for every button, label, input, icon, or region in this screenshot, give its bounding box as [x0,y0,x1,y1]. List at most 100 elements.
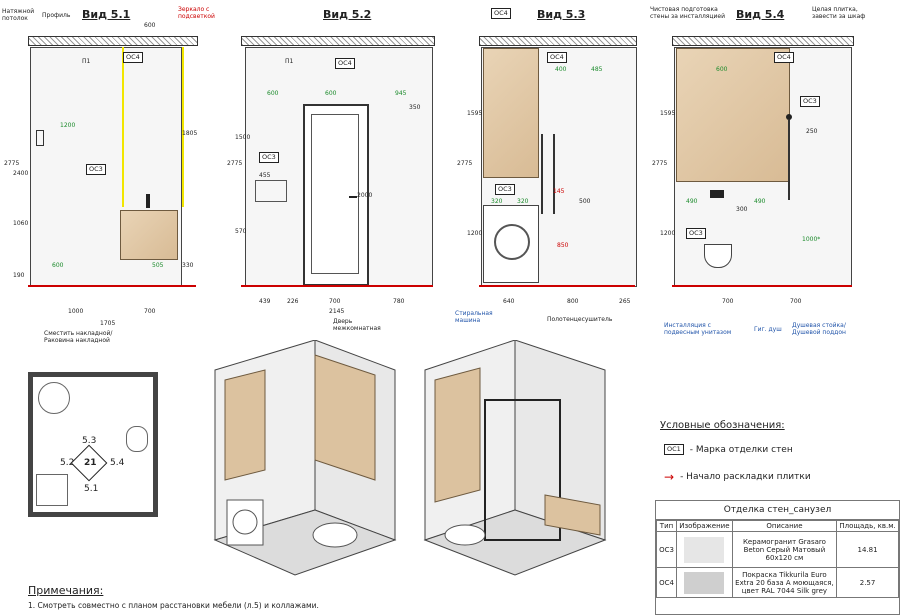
wall-tag: ОС4 [335,58,355,69]
iso-toilet [312,522,358,548]
view-title: Вид 5.3 [537,8,586,21]
shower-head-icon [786,114,792,120]
dim-inner: 1200 [60,122,76,129]
floor-line [28,285,196,287]
door-handle-icon [349,196,357,198]
faucet-icon [146,194,150,208]
dim-inner: 330 [182,262,194,269]
prep-note-line: стены за инсталляцией [650,13,725,20]
whole-tile-note-line: Целая плитка, [812,6,858,13]
legend-text: - Начало раскладки плитки [680,472,811,482]
table-header: Описание [731,520,838,532]
dim-left: 1500 [235,134,251,141]
table-cell-image [676,567,733,598]
ceiling-slab [672,36,854,46]
hyg-note: Гиг. душ [754,326,782,333]
install-note: Инсталляция с подвесным унитазом [664,322,731,336]
wall-tag: ОС4 [547,52,567,63]
dim-bottom: 640 [503,298,515,305]
plan-label: 5.1 [84,484,99,494]
dim-total: 2145 [329,308,345,315]
table-cell-desc: Керамогранит Grasaro Beton Серый Матовый… [731,531,838,568]
profile-note: Профиль [42,12,71,19]
plan-sink [36,474,68,506]
dim-bottom: 780 [393,298,405,305]
dim-top: 300 [736,206,748,213]
shower-rail-icon [788,120,790,200]
paint-tag: П1 [285,58,294,65]
view-5-1: Вид 5.1 Натяжной потолок Профиль Зеркало… [0,0,215,345]
wall-tag: ОС3 [686,228,706,239]
plan-washer [38,382,70,414]
door-panel [311,114,359,274]
towel-note: Полотенцесушитель [547,316,613,323]
view-title: Вид 5.4 [736,8,785,21]
dim-top: 320 [491,198,503,205]
ceiling-note: Натяжной потолок [2,8,35,22]
dim-left: 2775 [652,160,668,167]
dim-inner: 145 [553,188,565,195]
washer-note-line: машина [455,317,481,324]
toilet-icon [704,244,732,268]
legend-text: - Марка отделки стен [689,444,793,455]
dim-left: 2775 [457,160,473,167]
floor-line [672,285,852,287]
wall-tag: ОС3 [259,152,279,163]
flush-button-icon [710,190,724,198]
wall-tag: ОС3 [800,96,820,107]
table-cell-area: 2.57 [836,567,899,598]
towel-holder [255,180,287,202]
dim-left: 2775 [4,160,20,167]
view-5-4: Чистовая подготовка стены за инсталляцие… [650,0,900,345]
dim-inner: 490 [686,198,698,205]
dim-bottom: 800 [567,298,579,305]
dim-left: 1200 [467,230,483,237]
view-title: Вид 5.1 [82,8,131,21]
notes: Примечания: 1. Смотреть совместно с план… [28,584,448,610]
finish-table-wrap: Отделка стен_санузел Тип Изображение Опи… [655,500,900,615]
mirror [122,47,184,207]
iso-cabinet [314,354,376,481]
install-note-line: Инсталляция с [664,322,711,329]
dim-top: 600 [325,90,337,97]
dim-top: 320 [517,198,529,205]
isometric-svg [213,339,397,576]
dim-top: 600 [144,22,156,29]
legend-title: Условные обозначения: [660,420,785,431]
dim-top: 350 [409,104,421,111]
install-note-line: подвесным унитазом [664,329,732,336]
dim-left: 1595 [467,110,483,117]
table-header: Изображение [676,520,733,532]
legend: Условные обозначения: ОС1 - Марка отделк… [660,420,880,490]
desc-line: Керамогранит Grasaro [742,537,826,546]
dim-inner: 505 [152,262,164,269]
swatch-image [684,571,725,594]
dim-bottom: 1000 [68,308,84,315]
table-cell-desc: Покраска Tikkurila Euro Extra 20 база А … [731,567,838,598]
upper-cabinet [483,48,539,178]
door-note: Дверь межкомнатная [333,318,381,332]
iso-washer [226,499,264,546]
dim-left: 2400 [13,170,29,177]
legend-tag: ОС1 [664,444,684,455]
dim-top: 945 [395,90,407,97]
sink-note-line: Раковина накладной [44,337,110,344]
dim-inner: 455 [259,172,271,179]
plan-label: 21 [84,458,97,468]
washer-note: Стиральная машина [455,310,493,324]
whole-tile-note: Целая плитка, завести за шкаф [812,6,865,20]
notes-item: 1. Смотреть совместно с планом расстанов… [28,601,319,610]
washer-drum [494,224,530,260]
wall-tag: ОС4 [491,8,511,19]
dim-bottom: 700 [790,298,802,305]
view-title: Вид 5.2 [323,8,372,21]
floor-line [479,285,635,287]
dim-inner: 1805 [182,130,198,137]
dim-bottom: 439 [259,298,271,305]
iso-vanity [544,494,601,536]
desc-line: Покраска Tikkurila Euro [742,570,827,579]
table-header-row: Тип Изображение Описание Площадь, кв.м. [656,520,899,532]
dim-inner: 1000* [802,236,821,243]
finish-table: Тип Изображение Описание Площадь, кв.м. … [656,520,899,598]
dim-bottom: 265 [619,298,631,305]
